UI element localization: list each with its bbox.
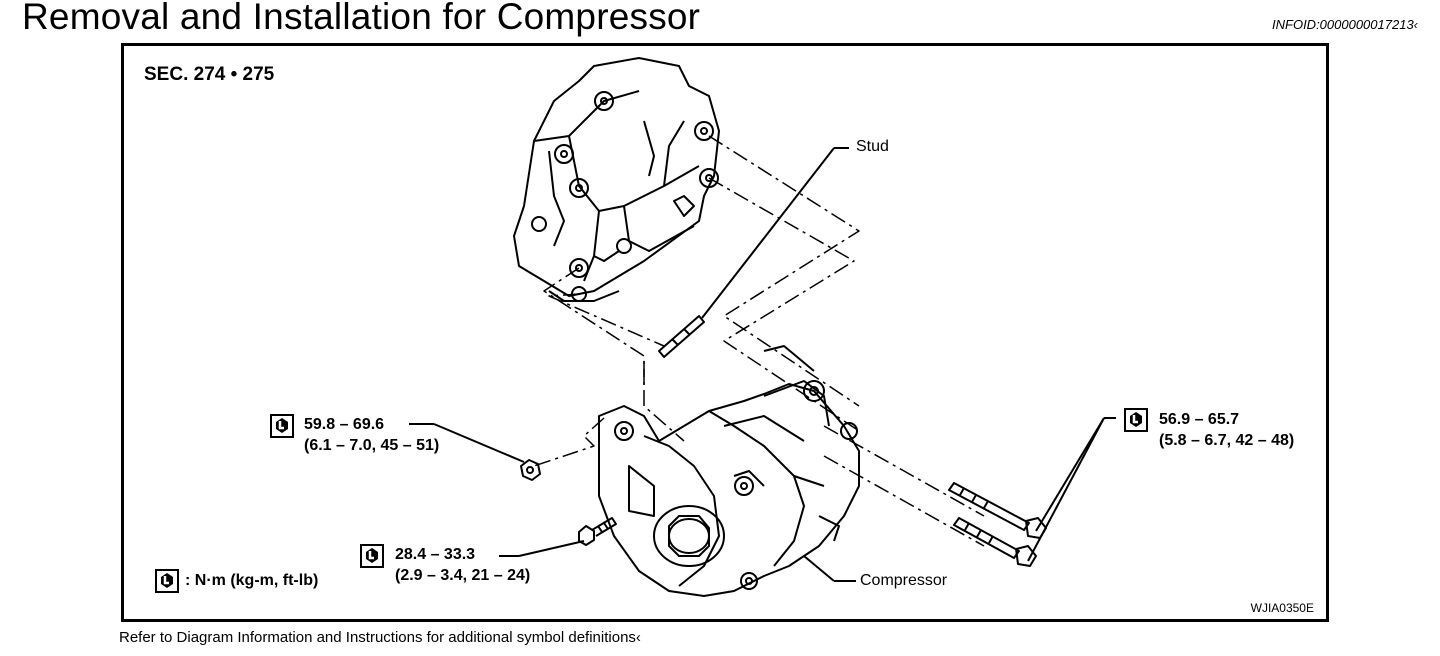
torque-2-alt: (2.9 – 3.4, 21 – 24) [395,567,531,584]
bolt-left [499,517,617,557]
stud [658,147,849,358]
bolts-right [948,417,1116,567]
torque-1-alt: (6.1 – 7.0, 45 – 51) [304,437,440,454]
footer-note: Refer to Diagram Information and Instruc… [119,629,641,646]
torque-2-value: 28.4 – 33.3 [395,546,476,563]
info-id: INFOID:0000000017213‹ [1272,17,1418,32]
compressor-label: Compressor [860,572,948,589]
alignment-lines [533,135,985,547]
torque-1-value: 59.8 – 69.6 [304,416,385,433]
torque-wrench-icon [360,544,384,568]
page-title: Removal and Installation for Compressor [22,0,701,37]
stud-label: Stud [856,138,889,155]
compressor-bracket [513,57,720,302]
torque-wrench-icon [1124,408,1148,432]
figure-code: WJIA0350E [1250,601,1314,615]
torque-legend: : N·m (kg-m, ft-lb) [185,572,319,589]
compressor-diagram [409,57,1116,597]
torque-wrench-icon [270,414,294,438]
torque-wrench-icon [155,569,179,593]
torque-3-alt: (5.8 – 6.7, 42 – 48) [1159,432,1295,449]
diagram-frame: SEC. 274 • 275 Stud Compressor 59.8 – 69… [121,43,1329,622]
section-label: SEC. 274 • 275 [144,64,275,85]
torque-3-value: 56.9 – 65.7 [1159,411,1240,428]
compressor [598,345,860,597]
nut [409,423,541,481]
compressor-leader [803,555,835,582]
